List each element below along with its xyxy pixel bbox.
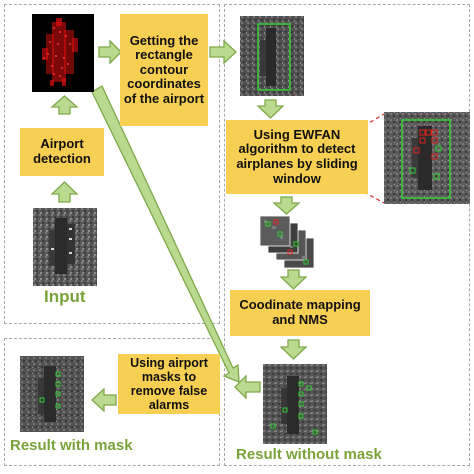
arrow-left-to-result-with-mask bbox=[91, 387, 117, 413]
cropped-airport-image bbox=[240, 16, 304, 96]
input-panel bbox=[4, 4, 220, 324]
result-without-mask-image bbox=[263, 364, 327, 444]
label-input: Input bbox=[44, 287, 86, 306]
arrow-down-to-result bbox=[279, 339, 308, 360]
arrow-down-to-ewfan bbox=[256, 99, 285, 119]
step-mapping: Coodinate mapping and NMS bbox=[230, 290, 370, 336]
arrow-left-to-masks bbox=[234, 374, 261, 400]
step-remove-false-alarms: Using airport masks to remove false alar… bbox=[118, 354, 220, 414]
sliding-window-patches bbox=[258, 216, 316, 270]
step-airport-detection-text: Airport detection bbox=[33, 136, 91, 166]
arrow-up-to-airport-detection bbox=[50, 181, 79, 203]
arrow-down-to-mapping bbox=[279, 269, 308, 290]
input-sar-image bbox=[33, 208, 97, 286]
step-remove-false-alarms-text: Using airport masks to remove false alar… bbox=[130, 356, 208, 412]
arrow-right-to-contour bbox=[98, 39, 122, 65]
step-ewfan: Using EWFAN algorithm to detect airplane… bbox=[226, 120, 368, 194]
zoomed-detection-image bbox=[384, 112, 470, 204]
step-airport-detection: Airport detection bbox=[20, 128, 104, 176]
arrow-up-to-airport-mask bbox=[50, 95, 79, 115]
arrow-down-to-windows bbox=[272, 196, 301, 215]
step-ewfan-text: Using EWFAN algorithm to detect airplane… bbox=[236, 126, 358, 186]
arrow-diagonal-mask-to-filter bbox=[91, 85, 240, 383]
label-result-without-mask: Result without mask bbox=[236, 446, 382, 463]
processing-panel bbox=[224, 4, 470, 466]
step-get-contour-text: Getting the rectangle contour coordinate… bbox=[123, 32, 205, 106]
label-result-with-mask: Result with mask bbox=[10, 437, 133, 454]
step-get-contour: Getting the rectangle contour coordinate… bbox=[120, 14, 208, 126]
step-mapping-text: Coodinate mapping and NMS bbox=[239, 297, 361, 327]
arrow-right-to-crop bbox=[209, 39, 237, 65]
result-with-mask-image bbox=[20, 356, 84, 432]
airport-mask-image bbox=[32, 14, 94, 92]
